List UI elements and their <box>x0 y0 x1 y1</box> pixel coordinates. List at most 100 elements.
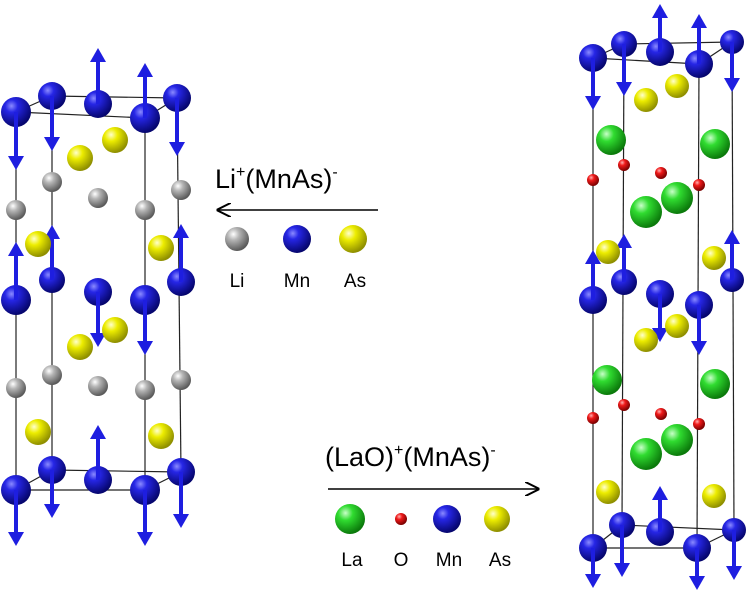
as-atom <box>102 127 128 153</box>
spin-down-arrow <box>616 82 632 96</box>
spin-arrow-shaft <box>14 490 18 532</box>
la-atom <box>630 196 662 228</box>
spin-up-arrow <box>652 486 668 500</box>
spin-arrow-shaft <box>658 500 662 532</box>
legend-mn-label: Mn <box>436 550 462 571</box>
spin-down-arrow <box>614 563 630 577</box>
spin-arrow-shaft <box>50 239 54 280</box>
spin-up-arrow <box>8 242 24 256</box>
o-atom <box>618 159 630 171</box>
left-formula: Li+(MnAs)- <box>215 164 338 194</box>
formula-cation-charge: + <box>236 164 245 181</box>
spin-arrow-shaft <box>50 96 54 137</box>
cell-edge <box>621 524 735 531</box>
spin-up-arrow <box>90 48 106 62</box>
as-atom <box>67 145 93 171</box>
legend-as-sphere <box>339 225 367 253</box>
as-atom <box>148 235 174 261</box>
laomnas-unit-cell <box>579 4 746 590</box>
spin-arrow-shaft <box>96 62 100 104</box>
li-atom <box>88 188 108 208</box>
spin-arrow-shaft <box>730 244 734 280</box>
li-atom <box>6 378 26 398</box>
spin-arrow-shaft <box>695 548 699 576</box>
spin-up-arrow <box>616 234 632 248</box>
legend-li-sphere <box>225 227 249 251</box>
spin-arrow-shaft <box>622 44 626 82</box>
right-formula: (LaO)+(MnAs)- <box>325 442 496 472</box>
formula-anion-charge: - <box>490 442 495 459</box>
legend-as-label: As <box>344 271 366 292</box>
as-atom <box>665 74 689 98</box>
spin-arrow-shaft <box>96 439 100 480</box>
cell-edge <box>51 95 178 99</box>
li-atom <box>88 376 108 396</box>
spin-up-arrow <box>90 425 106 439</box>
cell-edge <box>15 111 146 119</box>
spin-arrow-shaft <box>591 548 595 574</box>
spin-up-arrow <box>691 14 707 28</box>
spin-arrow-shaft <box>658 294 662 328</box>
spin-arrow-shaft <box>175 98 179 142</box>
o-atom <box>693 179 705 191</box>
li-atom <box>171 370 191 390</box>
spin-down-arrow <box>585 96 601 110</box>
spin-arrow-shaft <box>732 530 736 566</box>
o-atom <box>587 412 599 424</box>
spin-arrow-shaft <box>658 18 662 52</box>
formula-cation-charge: + <box>394 442 403 459</box>
spin-arrow-shaft <box>14 256 18 300</box>
o-atom <box>618 399 630 411</box>
formula-cation: Li <box>215 164 236 194</box>
la-atom <box>630 438 662 470</box>
spin-arrow-shaft <box>622 248 626 282</box>
legend-la-sphere <box>335 504 365 534</box>
legend-mn-sphere <box>433 505 461 533</box>
spin-arrow-shaft <box>143 300 147 341</box>
spin-arrow-shaft <box>143 77 147 118</box>
formula-anion-charge: - <box>332 164 337 181</box>
unit-cell-atoms <box>579 4 746 590</box>
la-atom <box>596 125 626 155</box>
spin-up-arrow <box>652 4 668 18</box>
la-atom <box>661 182 693 214</box>
la-atom <box>700 369 730 399</box>
legend-li-label: Li <box>230 271 245 292</box>
as-atom <box>148 423 174 449</box>
limnas-unit-cell <box>1 48 195 546</box>
formula-anion: (MnAs) <box>245 164 332 194</box>
spin-down-arrow <box>44 137 60 151</box>
spin-down-arrow <box>724 78 740 92</box>
spin-down-arrow <box>726 566 742 580</box>
spin-down-arrow <box>691 341 707 355</box>
spin-arrow-shaft <box>143 490 147 532</box>
left-formula-group: Li+(MnAs)- Li Mn As <box>215 164 378 292</box>
spin-down-arrow <box>44 504 60 518</box>
spin-arrow-shaft <box>591 58 595 96</box>
as-atom <box>702 484 726 508</box>
as-atom <box>596 240 620 264</box>
o-atom <box>693 418 705 430</box>
spin-down-arrow <box>8 532 24 546</box>
spin-arrow-shaft <box>591 264 595 300</box>
legend-mn-label: Mn <box>284 271 310 292</box>
as-atom <box>25 231 51 257</box>
as-atom <box>67 334 93 360</box>
spin-up-arrow <box>44 225 60 239</box>
spin-down-arrow <box>173 514 189 528</box>
legend-as-sphere <box>484 506 510 532</box>
la-atom <box>661 424 693 456</box>
as-atom <box>596 480 620 504</box>
o-atom <box>587 174 599 186</box>
cell-edge <box>592 57 700 65</box>
spin-arrow-shaft <box>697 28 701 64</box>
legend-o-label: O <box>394 550 409 571</box>
spin-arrow-shaft <box>50 470 54 504</box>
spin-down-arrow <box>8 156 24 170</box>
spin-down-arrow <box>90 333 106 347</box>
spin-down-arrow <box>137 532 153 546</box>
spin-down-arrow <box>137 341 153 355</box>
li-atom <box>42 365 62 385</box>
li-atom <box>135 200 155 220</box>
